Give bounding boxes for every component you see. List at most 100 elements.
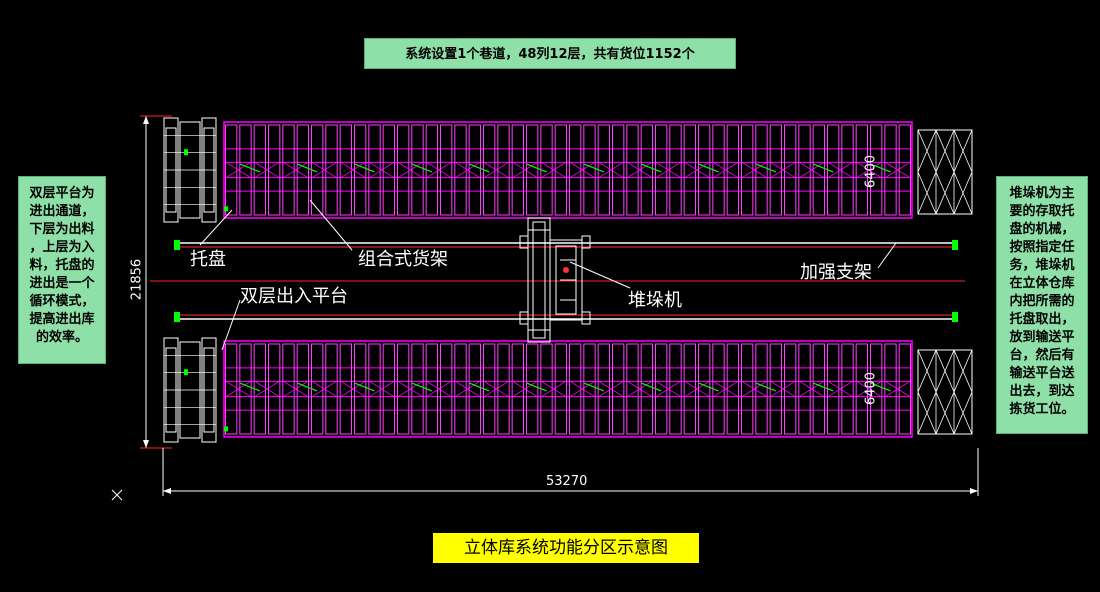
stacker-crane — [519, 217, 591, 343]
rack-bottom — [223, 340, 913, 438]
rack-column — [483, 124, 496, 216]
note-line: 循环模式， — [29, 294, 95, 309]
rack-marker — [756, 163, 777, 173]
note-line: 提高进出库 — [29, 312, 95, 327]
rack-column — [855, 343, 869, 435]
rack-brace — [684, 380, 710, 398]
rack-marker — [584, 163, 605, 173]
rack-column — [626, 124, 639, 216]
rack-marker — [297, 163, 318, 173]
rack-column — [812, 343, 826, 435]
rack-brace — [254, 380, 280, 398]
rack-column — [354, 343, 367, 435]
truss-frame — [917, 349, 973, 435]
rack-brace — [426, 380, 452, 398]
rack-column — [268, 343, 281, 435]
rack-column — [683, 124, 697, 216]
rack-column — [769, 124, 783, 216]
platform-marker — [224, 206, 228, 212]
rack-brace — [512, 161, 538, 179]
rack-column — [339, 124, 352, 216]
rack-column — [483, 343, 496, 435]
rack-column — [225, 124, 238, 216]
rack-column — [239, 124, 252, 216]
rack-brace — [799, 380, 825, 398]
rack-column — [741, 124, 754, 216]
rack-column — [526, 343, 539, 435]
rack-column — [296, 343, 309, 435]
rack-column — [382, 343, 395, 435]
pallet-label: 托盘 — [190, 249, 226, 270]
rack-column — [884, 343, 897, 435]
rack-column — [841, 124, 854, 216]
note-line: 盘的机械， — [1009, 222, 1075, 237]
rack-brace — [455, 161, 481, 179]
rack-marker — [641, 163, 662, 173]
note-line: 双层平台为 — [29, 186, 95, 201]
rack-brace — [541, 380, 567, 398]
rack-brace — [885, 380, 911, 398]
rack-brace — [627, 161, 653, 179]
rack-column — [526, 124, 539, 216]
rack-column — [898, 124, 912, 216]
rack-marker — [698, 163, 719, 173]
height-dimension-line — [140, 115, 172, 449]
rack-column — [425, 124, 438, 216]
note-line: 的效率。 — [35, 330, 88, 345]
rack-marker — [698, 382, 719, 392]
note-line: 托盘取出， — [1009, 312, 1075, 327]
rack-brace — [569, 161, 595, 179]
rack-column — [640, 124, 654, 216]
rack-brace — [283, 380, 309, 398]
rack-column — [569, 343, 582, 435]
rack-brace — [426, 161, 452, 179]
rack-column — [311, 343, 324, 435]
note-line: 堆垛机为主 — [1009, 186, 1075, 201]
truss-member — [935, 129, 955, 173]
truss-member — [935, 171, 955, 215]
rack-column — [253, 124, 267, 216]
truss-member — [917, 171, 937, 215]
rack-column — [612, 124, 625, 216]
rack-marker — [756, 382, 777, 392]
rack-column — [655, 124, 668, 216]
note-line: 进出通道， — [29, 204, 95, 219]
rack-column — [397, 124, 410, 216]
rack-column — [583, 124, 596, 216]
rack-column — [698, 343, 711, 435]
rack-column — [382, 124, 395, 216]
rack-column — [468, 343, 481, 435]
rack-brace — [827, 380, 853, 398]
rack-brace — [483, 380, 509, 398]
height-dimension-text: 21856 — [129, 258, 145, 301]
rack-marker — [813, 163, 834, 173]
rack-column — [855, 124, 869, 216]
rack-column — [798, 343, 811, 435]
rack-column — [454, 124, 467, 216]
note-line: 要的存取托 — [1009, 204, 1075, 219]
rack-column — [325, 124, 338, 216]
rack-column — [870, 343, 883, 435]
rack-column — [626, 343, 639, 435]
rack-marker — [870, 163, 891, 173]
rack-column — [726, 124, 740, 216]
rack-brace — [827, 161, 853, 179]
diagram-title: 立体库系统功能分区示意图 — [433, 533, 699, 563]
platform-bottom — [163, 337, 228, 443]
rack-column — [411, 124, 424, 216]
rack-brace — [340, 380, 366, 398]
rack-column — [311, 124, 324, 216]
rack-column — [440, 343, 453, 435]
rack-column — [612, 343, 625, 435]
note-line: 出去，到达 — [1009, 384, 1075, 399]
truss-member — [953, 391, 973, 435]
rack-brace — [856, 161, 882, 179]
rack-brace — [311, 380, 337, 398]
rack-marker — [412, 163, 433, 173]
rack-marker — [354, 163, 375, 173]
rack-brace — [741, 161, 767, 179]
platform-top — [163, 117, 228, 223]
rack-marker — [412, 382, 433, 392]
rack-column — [597, 343, 611, 435]
rack-brace — [512, 380, 538, 398]
